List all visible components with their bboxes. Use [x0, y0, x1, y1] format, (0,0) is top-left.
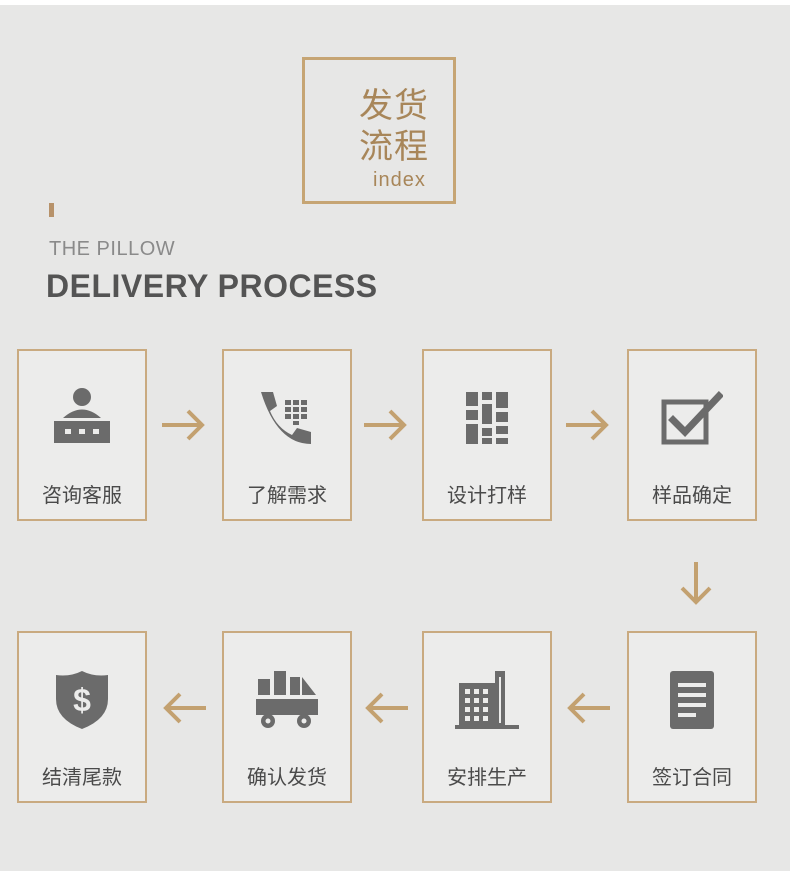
- section-heading: DELIVERY PROCESS: [46, 268, 378, 304]
- delivery-truck-icon: [224, 665, 350, 735]
- design-blocks-icon: [424, 383, 550, 453]
- step-label: 确认发货: [247, 765, 327, 789]
- svg-text:$: $: [73, 682, 91, 718]
- title-line-1: 发货: [359, 86, 429, 126]
- arrow-left-icon: [160, 688, 208, 728]
- checkbox-icon: [629, 383, 755, 453]
- step-card-production: 安排生产: [422, 631, 552, 803]
- phone-icon: [224, 383, 350, 453]
- dollar-shield-icon: $: [19, 665, 145, 735]
- arrow-right-icon: [564, 405, 612, 445]
- step-label: 样品确定: [652, 483, 732, 507]
- title-english: index: [373, 169, 426, 191]
- arrow-right-icon: [160, 405, 208, 445]
- customer-service-icon: [19, 383, 145, 453]
- subtitle: THE PILLOW: [49, 238, 176, 260]
- arrow-left-icon: [564, 688, 612, 728]
- step-card-contract: 签订合同: [627, 631, 757, 803]
- step-label: 设计打样: [447, 483, 527, 507]
- step-card-design: 设计打样: [422, 349, 552, 521]
- document-icon: [629, 665, 755, 735]
- step-label: 结清尾款: [42, 765, 122, 789]
- step-card-payment: $ 结清尾款: [17, 631, 147, 803]
- step-card-shipping: 确认发货: [222, 631, 352, 803]
- accent-bar: [49, 203, 54, 217]
- arrow-left-icon: [362, 688, 410, 728]
- page-title: 发货 流程: [359, 86, 429, 168]
- step-card-requirements: 了解需求: [222, 349, 352, 521]
- factory-building-icon: [424, 665, 550, 735]
- step-card-consult: 咨询客服: [17, 349, 147, 521]
- arrow-right-icon: [362, 405, 410, 445]
- title-frame: [302, 57, 456, 204]
- arrow-down-icon: [676, 560, 716, 608]
- step-card-sample: 样品确定: [627, 349, 757, 521]
- title-line-2: 流程: [359, 127, 429, 167]
- step-label: 咨询客服: [42, 483, 122, 507]
- step-label: 了解需求: [247, 483, 327, 507]
- step-label: 签订合同: [652, 765, 732, 789]
- step-label: 安排生产: [447, 765, 527, 789]
